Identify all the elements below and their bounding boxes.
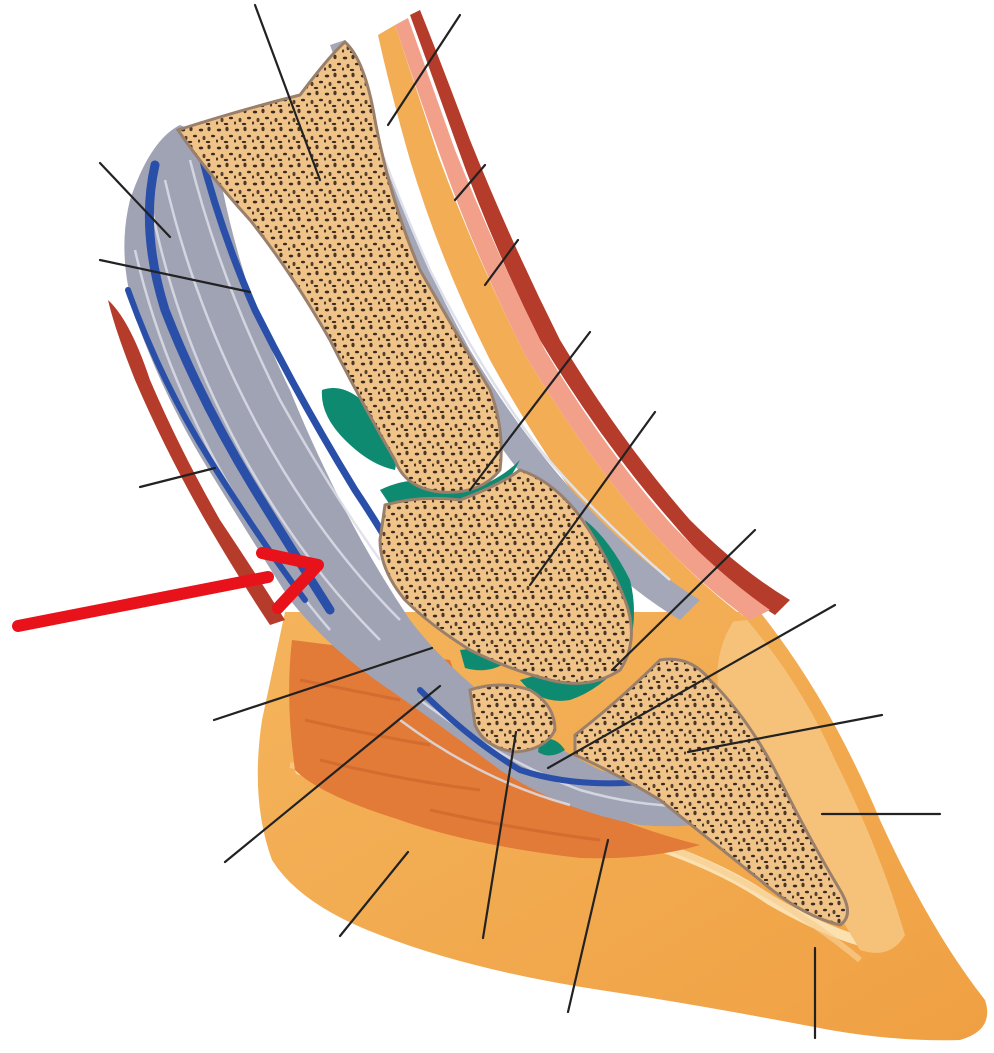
leader-line-9 xyxy=(140,468,215,487)
